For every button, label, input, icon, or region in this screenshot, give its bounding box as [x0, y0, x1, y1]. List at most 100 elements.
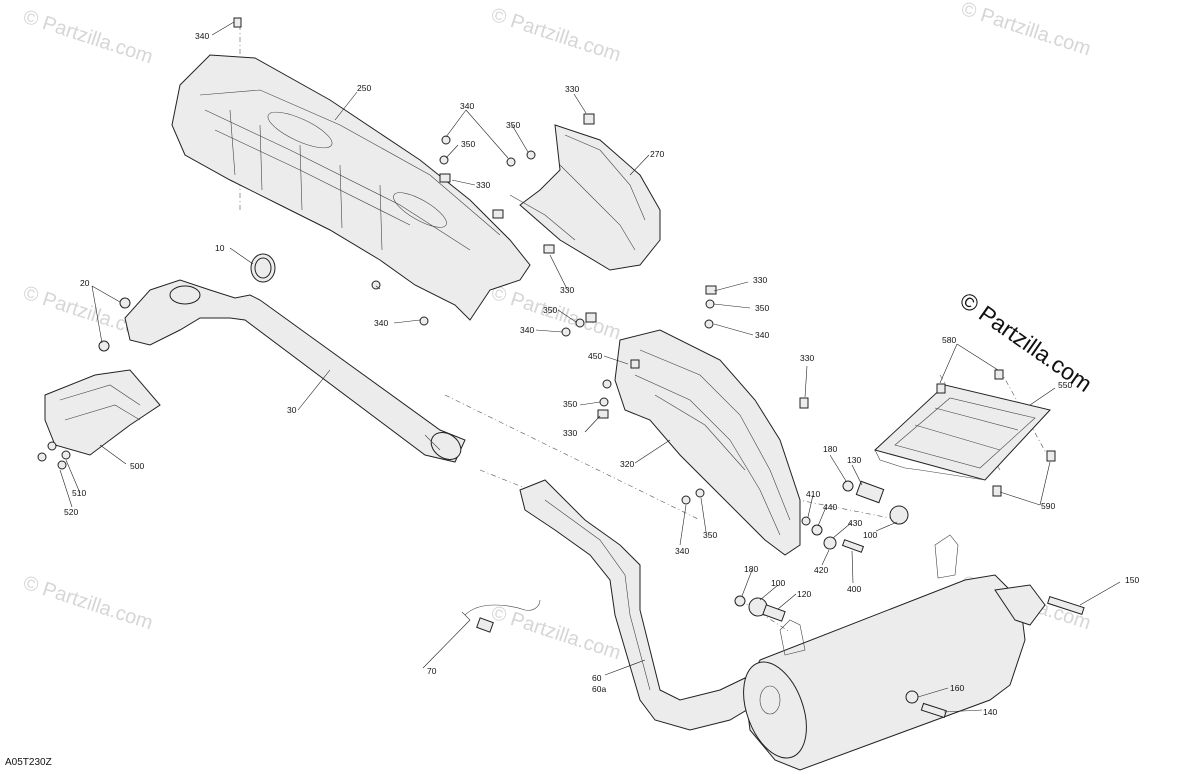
bolt-340[interactable]	[704, 319, 714, 329]
callout-440: 440	[823, 502, 837, 512]
callout-330: 330	[563, 428, 577, 438]
watermark: © Partzilla.com	[958, 0, 1093, 60]
watermark: © Partzilla.com	[488, 4, 623, 67]
nut-580[interactable]	[936, 383, 946, 394]
grommet-100[interactable]	[889, 505, 909, 525]
bolt-590[interactable]	[992, 485, 1002, 497]
washer-510[interactable]	[61, 450, 71, 460]
assembly-lines	[239, 25, 1051, 633]
bolt-520[interactable]	[47, 441, 57, 451]
callout-350: 350	[703, 530, 717, 540]
exhaust-pipe-60[interactable]	[519, 479, 756, 731]
washer-160[interactable]	[905, 690, 919, 704]
heat-shield-250[interactable]	[171, 54, 531, 321]
callout-500: 500	[130, 461, 144, 471]
callout-340: 340	[195, 31, 209, 41]
callout-430: 430	[848, 518, 862, 528]
clip-330[interactable]	[543, 244, 555, 254]
callout-350: 350	[543, 305, 557, 315]
watermark: © Partzilla.com	[488, 602, 623, 665]
heat-shield-550[interactable]	[874, 384, 1051, 481]
callout-330: 330	[560, 285, 574, 295]
washer-350[interactable]	[575, 318, 585, 328]
callout-20: 20	[80, 278, 90, 288]
callout-250: 250	[357, 83, 371, 93]
brand-watermark: © Partzilla.com	[955, 287, 1097, 397]
bolt-340[interactable]	[233, 17, 242, 28]
clip-330[interactable]	[439, 173, 451, 183]
spacer-120[interactable]	[762, 604, 786, 622]
callout-340: 340	[755, 330, 769, 340]
callout-420: 420	[814, 565, 828, 575]
bolt-400[interactable]	[841, 539, 865, 553]
bolt-340[interactable]	[419, 316, 429, 326]
callout-340: 340	[520, 325, 534, 335]
callout-130: 130	[847, 455, 861, 465]
bolt-340[interactable]	[441, 135, 451, 145]
washer-410[interactable]	[801, 516, 811, 526]
nut-20[interactable]	[119, 297, 131, 309]
heat-shield-270[interactable]	[509, 124, 661, 271]
callout-340: 340	[460, 101, 474, 111]
clip-330[interactable]	[597, 409, 609, 419]
bolt-340[interactable]	[506, 157, 516, 167]
callout-60: 60	[592, 673, 602, 683]
washer-350[interactable]	[599, 397, 609, 407]
bolt-340[interactable]	[371, 280, 381, 290]
callout-510: 510	[72, 488, 86, 498]
nut-20[interactable]	[98, 340, 110, 352]
grommet-180[interactable]	[842, 480, 854, 492]
bolt-520[interactable]	[37, 452, 47, 462]
heat-shield-500[interactable]	[44, 369, 161, 456]
exhaust-pipe-30[interactable]	[124, 279, 466, 465]
callout-330: 330	[565, 84, 579, 94]
callout-330: 330	[753, 275, 767, 285]
muffler-150[interactable]	[732, 534, 1046, 771]
callout-10: 10	[215, 243, 225, 253]
bolt-150[interactable]	[1047, 595, 1085, 615]
bolt-450[interactable]	[630, 359, 640, 369]
callout-180: 180	[744, 564, 758, 574]
bolt-340[interactable]	[561, 327, 571, 337]
callout-340: 340	[374, 318, 388, 328]
callout-340: 340	[675, 546, 689, 556]
callout-320: 320	[620, 459, 634, 469]
callout-30: 30	[287, 405, 297, 415]
callout-350: 350	[755, 303, 769, 313]
drawing-code: A05T230Z	[5, 757, 52, 768]
washer-440[interactable]	[811, 524, 823, 536]
callout-100: 100	[771, 578, 785, 588]
heat-shield-320[interactable]	[614, 329, 801, 556]
bolt-140[interactable]	[920, 702, 947, 719]
callout-330: 330	[800, 353, 814, 363]
sensor-70[interactable]	[461, 599, 541, 633]
washer-350[interactable]	[695, 488, 705, 498]
washer-350[interactable]	[526, 150, 536, 160]
bolt-590[interactable]	[1046, 450, 1056, 462]
callout-70: 70	[427, 666, 437, 676]
washer-350[interactable]	[705, 299, 715, 309]
leader-lines	[59, 21, 1121, 713]
clip-330[interactable]	[705, 285, 717, 295]
clip-330[interactable]	[492, 209, 504, 219]
washer-510[interactable]	[57, 460, 67, 470]
callout-100: 100	[863, 530, 877, 540]
spacer-130[interactable]	[855, 480, 885, 504]
callout-140: 140	[983, 707, 997, 717]
clip-330[interactable]	[799, 397, 809, 409]
callout-60a: 60a	[592, 684, 606, 694]
bolt-340[interactable]	[681, 495, 691, 505]
callout-450: 450	[588, 351, 602, 361]
clip-330[interactable]	[585, 312, 597, 323]
watermark: © Partzilla.com	[20, 6, 155, 69]
clip-330[interactable]	[583, 113, 595, 125]
watermark: © Partzilla.com	[20, 572, 155, 635]
callout-labels: 340 250 10 20 30 500 510 520 340 350 330…	[64, 31, 1139, 717]
callout-350: 350	[563, 399, 577, 409]
callout-150: 150	[1125, 575, 1139, 585]
nut-420[interactable]	[823, 536, 837, 550]
nut-580[interactable]	[994, 369, 1004, 380]
bolt-340[interactable]	[602, 379, 612, 389]
grommet-180[interactable]	[734, 595, 746, 607]
